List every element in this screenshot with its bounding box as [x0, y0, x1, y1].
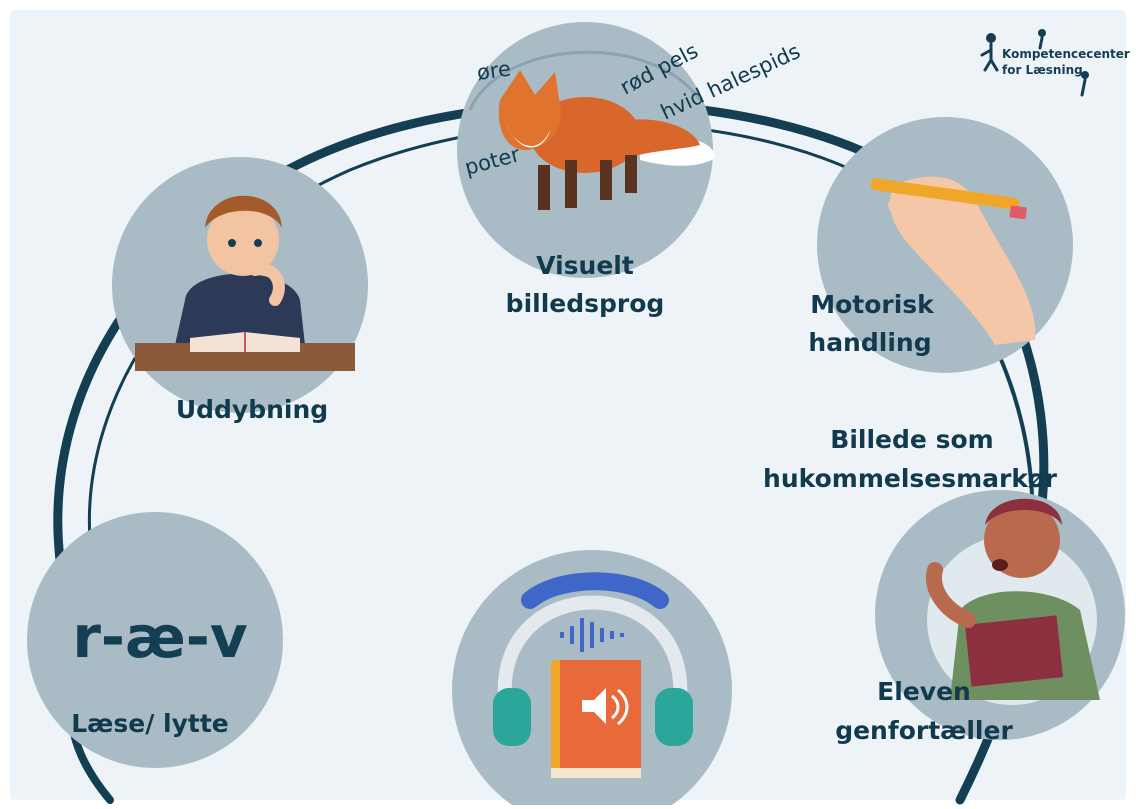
- stage-billede-title-1: Billede som: [830, 425, 993, 454]
- writing-hand-icon: [870, 176, 1036, 345]
- fox-icon: [498, 70, 715, 210]
- stage-uddybning-title: Uddybning: [176, 395, 328, 424]
- stage-eleven-title-2: genfortæller: [835, 716, 1013, 745]
- stage-visuelt-title-2: billedsprog: [506, 289, 665, 318]
- stage-billede-title-2: hukommelsesmarkør: [763, 464, 1058, 493]
- headphones-book-icon: [493, 572, 693, 778]
- logo-line-2: for Læsning: [1002, 63, 1083, 77]
- stage-laese-circle: [27, 512, 283, 768]
- logo-figures-icon: [980, 29, 1089, 97]
- brush-stroke: [468, 50, 702, 111]
- logo: Kompetencecenter for Læsning: [980, 29, 1130, 97]
- stage-uddybning: Uddybning: [112, 157, 368, 424]
- stage-eleven-title-1: Eleven: [877, 677, 971, 706]
- stage-motorisk-title-1: Motorisk: [810, 290, 935, 319]
- stage-laese-title: Læse/ lytte: [71, 709, 229, 738]
- stage-visuelt: øre rød pels hvid halespids poter Visuel…: [457, 22, 804, 318]
- stage-audio: [452, 550, 732, 809]
- stage-motorisk-title-2: handling: [808, 328, 931, 357]
- stage-laese: r-æ-v Læse/ lytte: [27, 512, 283, 768]
- fox-label-ore: øre: [475, 56, 512, 84]
- reading-child-icon: [926, 498, 1100, 700]
- logo-line-1: Kompetencecenter: [1002, 47, 1130, 61]
- stage-eleven: Eleven genfortæller: [835, 490, 1125, 745]
- stage-billede: Billede som hukommelsesmarkør: [763, 425, 1058, 493]
- thinking-student-icon: [135, 195, 355, 371]
- stage-motorisk: Motorisk handling: [808, 117, 1073, 373]
- word-rav: r-æ-v: [72, 603, 247, 671]
- stage-visuelt-title-1: Visuelt: [536, 251, 634, 280]
